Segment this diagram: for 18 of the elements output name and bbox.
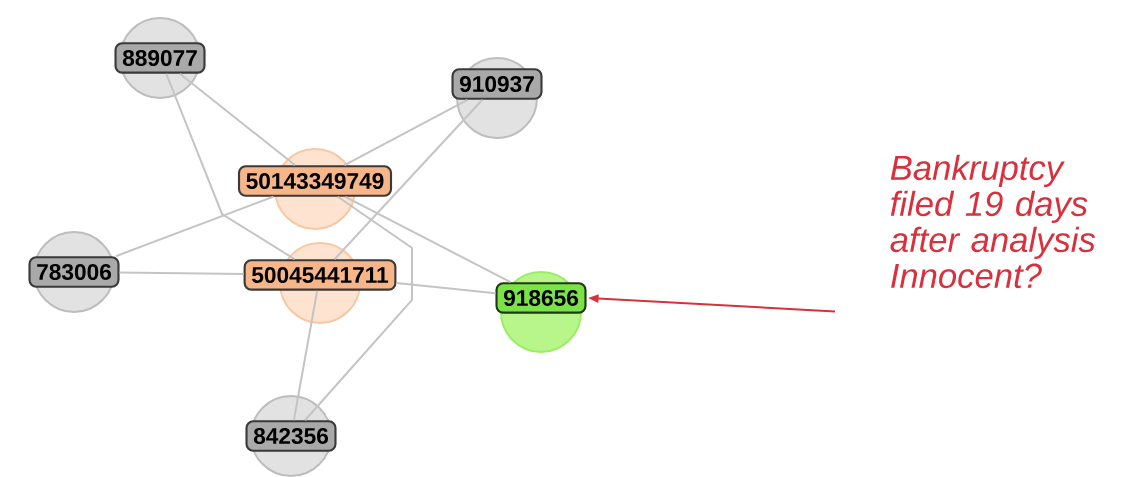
connector-line	[165, 72, 296, 261]
connector-line	[114, 195, 275, 258]
connector-line	[344, 195, 512, 284]
network-node: 842356	[245, 395, 337, 477]
network-node: 50045441711	[243, 242, 397, 324]
network-node: 50143349749	[237, 148, 393, 230]
connector-line	[118, 271, 245, 276]
network-node: 918656	[495, 271, 587, 353]
network-node: 910937	[451, 57, 543, 139]
connector-line	[178, 72, 297, 167]
network-node: 783006	[28, 231, 120, 313]
connector-line	[395, 281, 497, 295]
connector-line	[333, 98, 484, 261]
connector-line	[292, 289, 319, 422]
connector-line	[304, 195, 413, 422]
network-node: 889077	[114, 17, 206, 99]
connector-line	[343, 98, 469, 167]
annotation-text: Bankruptcy filed 19 days after analysis Innocent?	[890, 154, 1096, 289]
